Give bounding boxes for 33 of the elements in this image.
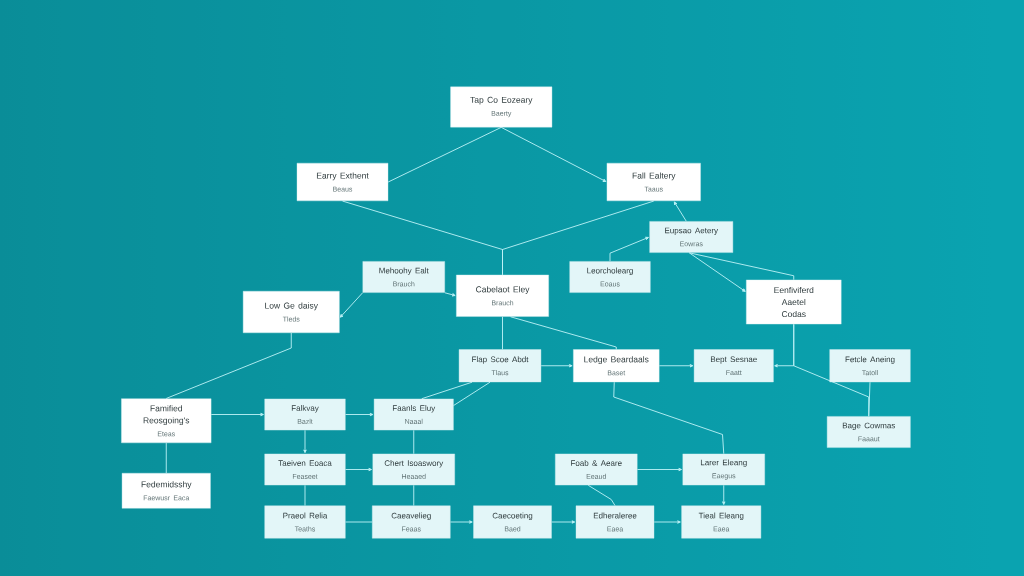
connector-line [613, 381, 725, 455]
connector-line [502, 316, 503, 350]
arrow [636, 467, 682, 472]
arrow [500, 126, 607, 182]
arrow [551, 520, 576, 524]
arrow [444, 292, 456, 297]
arrow [345, 412, 374, 417]
arrow [722, 484, 726, 505]
connector-line [165, 332, 292, 399]
connector-line [304, 484, 306, 506]
connector-line [413, 429, 415, 455]
connector-line [510, 316, 617, 350]
connector-line [165, 442, 167, 474]
arrow [653, 520, 681, 524]
connector-line [413, 484, 415, 506]
arrow [450, 520, 473, 524]
connector-line [688, 252, 795, 281]
connector-line [587, 484, 616, 506]
arrow [303, 429, 307, 454]
arrow [210, 412, 264, 417]
arrow [345, 467, 372, 472]
connector-line [868, 381, 871, 417]
arrow [658, 364, 694, 368]
connector-line [453, 381, 491, 406]
connector-line [421, 381, 473, 400]
arrow [688, 252, 746, 292]
arrow [339, 292, 364, 318]
process-box: Eenfiviferd Aaetel Codas [746, 279, 842, 325]
connector-line [345, 521, 373, 523]
arrow [609, 236, 649, 262]
arrow [673, 201, 687, 222]
arrow [540, 364, 573, 368]
connector-line [387, 126, 502, 183]
